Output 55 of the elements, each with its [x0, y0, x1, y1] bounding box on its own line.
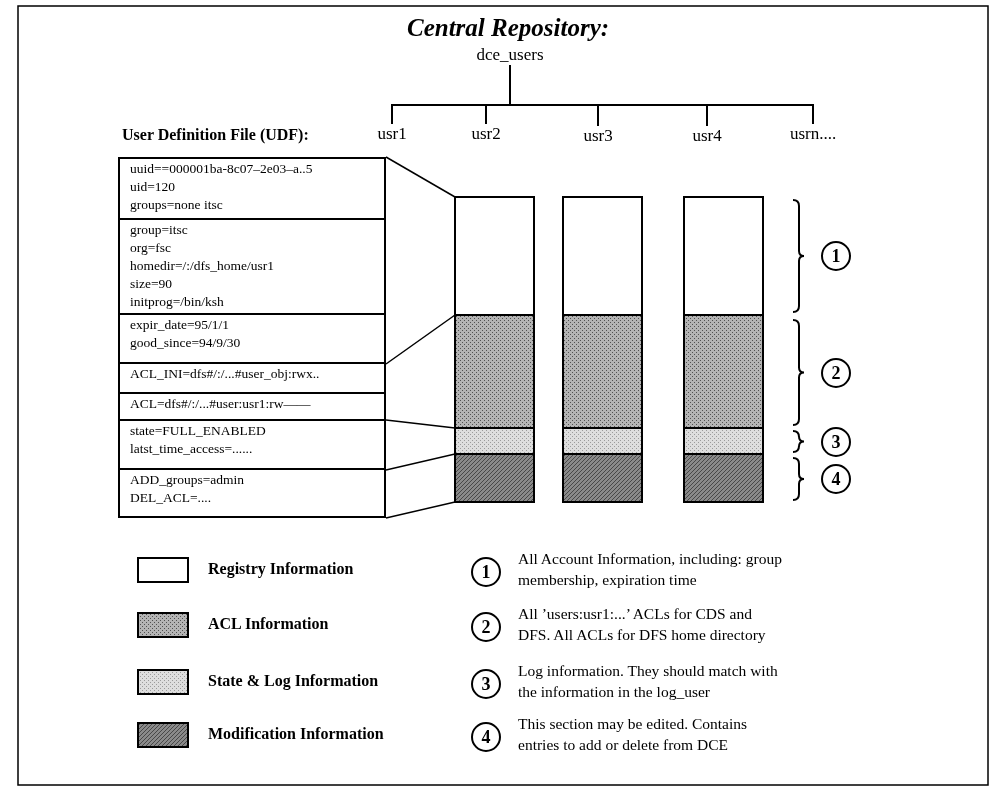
callout-number: 1: [821, 241, 851, 271]
callout-number: 2: [471, 612, 501, 642]
udf-section: [118, 362, 386, 394]
udf-section: [118, 313, 386, 364]
legend-label: State & Log Information: [208, 672, 379, 690]
projection-line: [385, 314, 456, 365]
callout-number: 3: [821, 426, 851, 457]
title: Central Repository:: [407, 14, 610, 42]
projection-line: [385, 156, 456, 198]
projection-line: [385, 453, 456, 471]
udf-section: [118, 218, 386, 315]
callout-number: 3: [471, 669, 501, 699]
tree-node-label: dce_users: [476, 45, 544, 65]
note-text: Log information. They should match with the information in the log_user: [518, 661, 779, 702]
legend-label: Registry Information: [208, 560, 354, 578]
tree-node-label: usr1: [377, 124, 407, 144]
stacked-bar: [562, 196, 643, 503]
udf-section: [118, 468, 386, 518]
tree-node-label: usr4: [692, 126, 722, 146]
note-text: All Account Information, including: group membership, expiration time: [518, 549, 783, 590]
field-text: uuid==000001ba-8c07–2e03–a..5: [130, 160, 314, 178]
field-text: uid=120: [130, 178, 177, 196]
stacked-bar: [454, 196, 535, 503]
udf-section: [118, 157, 386, 220]
field-text: expir_date=95/1/1: [130, 316, 231, 334]
field-text: size=90: [130, 275, 174, 293]
projection-line: [385, 501, 456, 519]
field-text: groups=none itsc: [130, 196, 224, 214]
legend-label: ACL Information: [208, 615, 329, 633]
stacked-bar: [683, 196, 764, 503]
field-text: latst_time_access=......: [130, 440, 254, 458]
projection-line: [385, 419, 456, 429]
callout-number: 2: [821, 357, 851, 388]
callout-number: 4: [471, 722, 501, 752]
field-text: ADD_groups=admin: [130, 471, 246, 489]
legend-label: Modification Information: [208, 725, 384, 743]
udf-section: [118, 419, 386, 470]
field-text: state=FULL_ENABLED: [130, 422, 267, 440]
field-text: DEL_ACL=....: [130, 489, 213, 507]
udf-section: [118, 392, 386, 421]
field-text: homedir=/:/dfs_home/usr1: [130, 257, 276, 275]
callout-number: 1: [471, 557, 501, 587]
tree-line: [509, 64, 814, 125]
field-text: group=itsc: [130, 221, 189, 239]
field-text: ACL=dfs#/:/...#user:usr1:rw——: [130, 395, 312, 413]
tree-node-label: usr2: [471, 124, 501, 144]
field-text: good_since=94/9/30: [130, 334, 242, 352]
tree-node-label: usr3: [583, 126, 613, 146]
callout-number: 4: [821, 464, 851, 494]
note-text: This section may be edited. Contains entries to add or delete from DCE: [518, 714, 748, 755]
field-text: initprog=/bin/ksh: [130, 293, 225, 311]
field-text: org=fsc: [130, 239, 173, 257]
note-text: All ’users:usr1:...’ ACLs for CDS and DFS. All ACLs for DFS home directory: [518, 604, 767, 645]
field-text: ACL_INI=dfs#/:/...#user_obj:rwx..: [130, 365, 321, 383]
tree-node-label: usrn....: [790, 124, 837, 144]
